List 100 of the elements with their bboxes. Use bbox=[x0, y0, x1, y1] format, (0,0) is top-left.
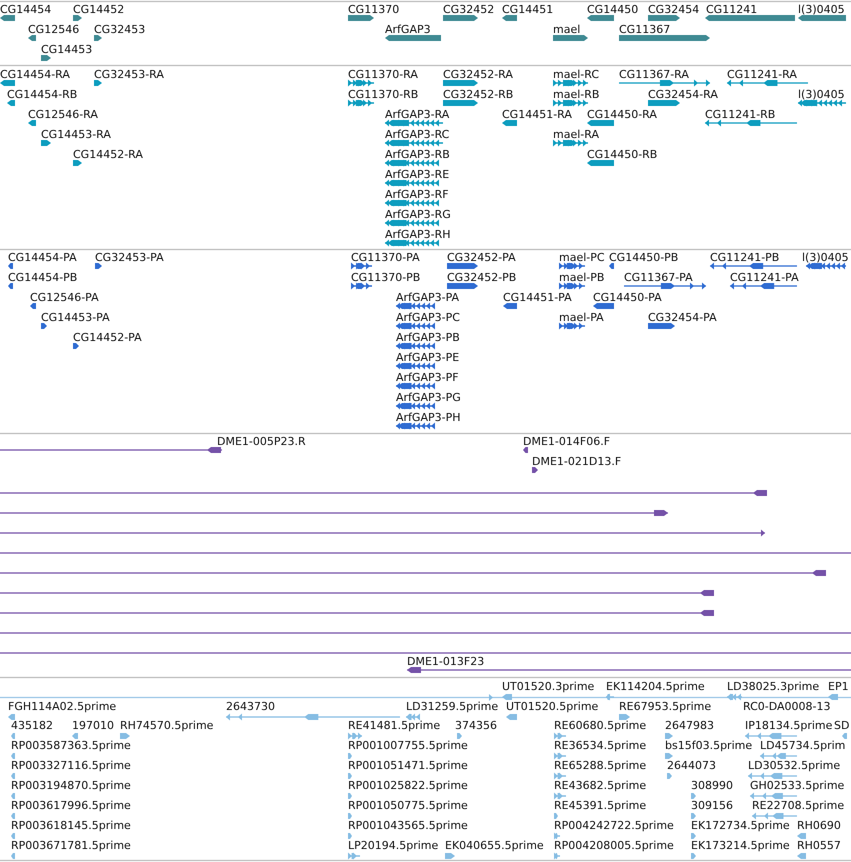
feature-label: RE67953.5prime bbox=[619, 700, 712, 713]
feature-label: mael-PB bbox=[559, 271, 604, 284]
feature-label: 374356 bbox=[455, 719, 497, 732]
feature-label: CG32452-PB bbox=[447, 271, 516, 284]
feature-label: CG11370-RB bbox=[348, 88, 418, 101]
feature-label: DME1-021D13.F bbox=[532, 455, 622, 468]
feature-label: CG14453 bbox=[41, 43, 92, 56]
feature-label: DME1-005P23.R bbox=[217, 435, 306, 448]
feature-label: CG12546 bbox=[28, 23, 80, 36]
feature-label: CG32453-PA bbox=[95, 251, 164, 264]
feature-label: ArfGAP3-RH bbox=[385, 228, 450, 241]
feature-label: 2647983 bbox=[665, 719, 714, 732]
feature-label: RP001025822.5prime bbox=[348, 779, 468, 792]
feature-label: mael-RA bbox=[553, 128, 599, 141]
feature-label: RP003671781.5prime bbox=[11, 839, 131, 852]
feature-label: RH0690 bbox=[797, 819, 841, 832]
feature-label: CG14450-RB bbox=[587, 148, 658, 161]
feature-label: LD30532.5prime bbox=[748, 759, 840, 772]
feature-label: l(3)0405 bbox=[798, 88, 845, 101]
feature-label: CG14454 bbox=[0, 3, 52, 16]
feature-label: RP001043565.5prime bbox=[348, 819, 468, 832]
feature-label: CG11370 bbox=[348, 3, 400, 16]
feature-label: CG14454-PB bbox=[8, 271, 78, 284]
feature-label: CG32454 bbox=[648, 3, 700, 16]
feature-label: CG32452-RA bbox=[443, 68, 513, 81]
feature-label: CG12546-PA bbox=[30, 291, 99, 304]
feature-label: RP001007755.5prime bbox=[348, 739, 468, 752]
feature-label: ArfGAP3 bbox=[385, 23, 431, 36]
feature-label: CG14452-PA bbox=[73, 331, 142, 344]
feature-label: LP20194.5prime bbox=[348, 839, 438, 852]
feature-label: RP001051471.5prime bbox=[348, 759, 468, 772]
feature-label: ArfGAP3-RF bbox=[385, 188, 449, 201]
feature-label: 309156 bbox=[691, 799, 733, 812]
feature-label: ArfGAP3-RG bbox=[385, 208, 451, 221]
feature-label: UT01520.5prime bbox=[506, 700, 598, 713]
feature-label: 197010 bbox=[72, 719, 114, 732]
feature-label: mael bbox=[553, 23, 580, 36]
feature-label: RE45391.5prime bbox=[554, 799, 646, 812]
feature-label: DME1-014F06.F bbox=[523, 435, 610, 448]
feature-label: CG14450-PA bbox=[593, 291, 662, 304]
feature-label: CG14453-RA bbox=[41, 128, 111, 141]
feature-label: LD31259.5prime bbox=[406, 700, 498, 713]
feature-label: CG11367-PA bbox=[624, 271, 693, 284]
feature-label: RE41481.5prime bbox=[348, 719, 440, 732]
feature-label: ArfGAP3-RC bbox=[385, 128, 450, 141]
feature-label: CG14452 bbox=[73, 3, 124, 16]
feature-label: RE36534.5prime bbox=[554, 739, 646, 752]
feature-label: CG11370-RA bbox=[348, 68, 418, 81]
feature-label: CG32452-RB bbox=[443, 88, 514, 101]
feature-label: RE43682.5prime bbox=[554, 779, 646, 792]
feature-label: CG11241-RB bbox=[705, 108, 776, 121]
feature-label: CG14454-PA bbox=[8, 251, 77, 264]
feature-label: RC0-DA0008-13 bbox=[743, 700, 831, 713]
feature-label: ArfGAP3-PC bbox=[396, 311, 460, 324]
feature-label: CG14453-PA bbox=[41, 311, 110, 324]
feature-label: UT01520.3prime bbox=[502, 680, 594, 693]
feature-label: CG11370-PB bbox=[351, 271, 420, 284]
feature-label: CG14450 bbox=[587, 3, 638, 16]
feature-label: RP004208005.5prime bbox=[554, 839, 674, 852]
feature-label: CG14454-RA bbox=[0, 68, 70, 81]
feature-label: LD38025.3prime bbox=[727, 680, 820, 693]
feature-label: CG14450-PB bbox=[609, 251, 678, 264]
feature-label: CG14451-RA bbox=[502, 108, 572, 121]
feature-label: RP003587363.5prime bbox=[11, 739, 131, 752]
feature-label: EK114204.5prime bbox=[606, 680, 705, 693]
feature-label: CG32452 bbox=[443, 3, 494, 16]
feature-label: ArfGAP3-PF bbox=[396, 371, 459, 384]
feature-label: bs15f03.5prime bbox=[665, 739, 752, 752]
feature-label: CG32454-RA bbox=[648, 88, 718, 101]
feature-label: CG11367-RA bbox=[619, 68, 689, 81]
feature-label: CG32453 bbox=[94, 23, 146, 36]
feature-label: mael-RC bbox=[553, 68, 600, 81]
feature-label: l(3)0405 bbox=[798, 3, 845, 16]
feature-label: RE22708.5prime bbox=[752, 799, 844, 812]
feature-label: EK040655.5prime bbox=[445, 839, 544, 852]
feature-label: RP003194870.5prime bbox=[11, 779, 131, 792]
feature-label: RP003618145.5prime bbox=[11, 819, 131, 832]
feature-label: RP001050775.5prime bbox=[348, 799, 468, 812]
feature-label: mael-PA bbox=[559, 311, 604, 324]
feature-label: IP18134.5prime bbox=[745, 719, 832, 732]
feature-label: EP1 bbox=[828, 680, 849, 693]
feature-label: CG11241-PA bbox=[730, 271, 799, 284]
feature-label: ArfGAP3-PE bbox=[396, 351, 460, 364]
feature-label: CG14451-PA bbox=[503, 291, 572, 304]
feature-label: CG14454-RB bbox=[7, 88, 78, 101]
feature-label: SD bbox=[834, 719, 850, 732]
feature-label: CG14450-RA bbox=[587, 108, 657, 121]
feature-label: mael-RB bbox=[553, 88, 600, 101]
feature-label: ArfGAP3-PH bbox=[396, 411, 460, 424]
feature-label: RP003617996.5prime bbox=[11, 799, 131, 812]
feature-label: CG32453-RA bbox=[94, 68, 164, 81]
feature-label: RE65288.5prime bbox=[554, 759, 646, 772]
feature-label: CG11241-PB bbox=[710, 251, 780, 264]
feature-label: CG11367 bbox=[619, 23, 670, 36]
feature-label: CG32452-PA bbox=[447, 251, 516, 264]
feature-label: ArfGAP3-RB bbox=[385, 148, 450, 161]
feature-label: FGH114A02.5prime bbox=[8, 700, 116, 713]
feature-label: ArfGAP3-RE bbox=[385, 168, 450, 181]
feature-label: ArfGAP3-RA bbox=[385, 108, 450, 121]
feature-label: ArfGAP3-PG bbox=[396, 391, 461, 404]
